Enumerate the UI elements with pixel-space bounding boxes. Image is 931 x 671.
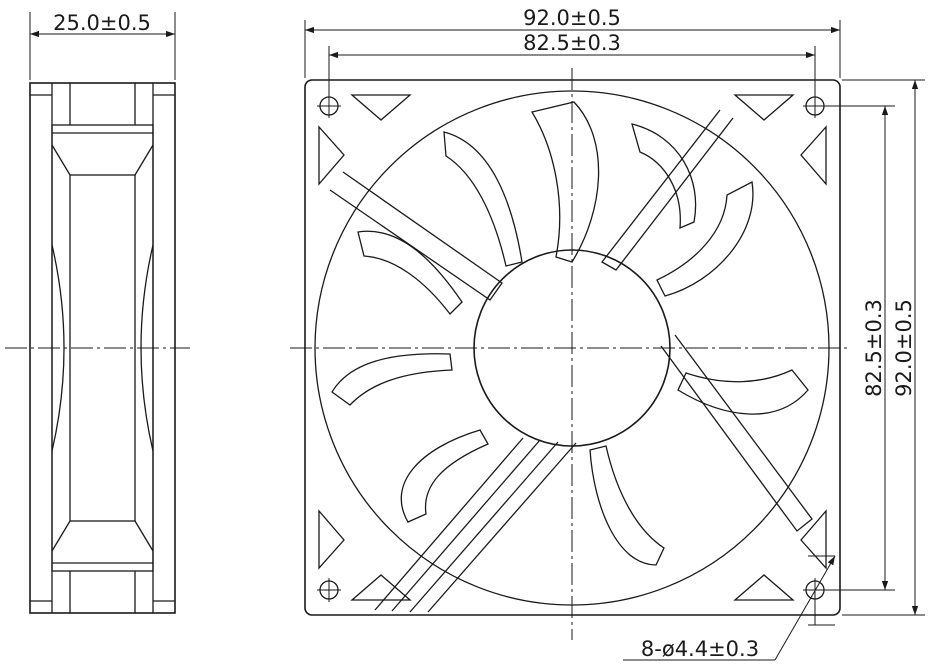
fan-blades	[331, 101, 809, 566]
blade	[331, 353, 453, 406]
blade	[589, 445, 665, 566]
hole-spacing-width-dimension: 82.5±0.3	[328, 31, 816, 96]
side-thickness-dimension: 25.0±0.5	[29, 11, 176, 80]
hole-spacing-height-dimension: 82.5±0.3	[827, 105, 895, 591]
hole-spacing-width-label: 82.5±0.3	[523, 31, 621, 55]
overall-width-dimension: 92.0±0.5	[304, 6, 841, 78]
side-hub	[69, 174, 136, 522]
blade	[357, 230, 463, 315]
mount-hole-callout: 8-ø4.4±0.3	[623, 555, 836, 661]
side-thickness-label: 25.0±0.5	[53, 11, 151, 35]
overall-width-label: 92.0±0.5	[523, 6, 621, 30]
corner-cutouts	[318, 94, 827, 601]
side-view	[5, 82, 190, 614]
mount-holes-label: 8-ø4.4±0.3	[641, 637, 759, 661]
blade	[677, 369, 809, 415]
blade	[443, 131, 523, 267]
hole-spacing-height-label: 82.5±0.3	[862, 299, 886, 397]
blade	[656, 181, 754, 297]
struts	[329, 109, 813, 613]
blade	[400, 429, 489, 523]
mount-holes	[317, 94, 827, 602]
overall-height-dimension: 92.0±0.5	[842, 79, 925, 616]
front-view	[290, 68, 850, 640]
blade	[530, 101, 600, 263]
overall-height-label: 92.0±0.5	[892, 299, 916, 397]
blade	[631, 123, 697, 230]
